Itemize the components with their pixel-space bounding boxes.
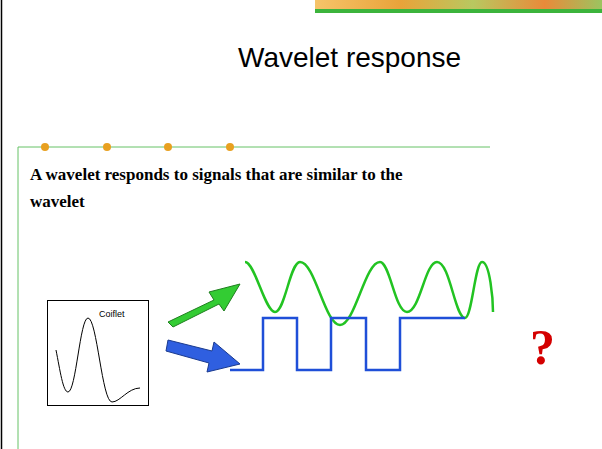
square-wave bbox=[230, 318, 465, 370]
wavelet-name: Coiflet bbox=[99, 309, 125, 319]
blue-arrow bbox=[166, 340, 240, 372]
rule-dots bbox=[41, 143, 234, 151]
rule-line bbox=[18, 147, 19, 449]
question-mark: ? bbox=[530, 318, 555, 376]
sine-wave bbox=[245, 262, 493, 325]
slide-title: Wavelet response bbox=[238, 42, 461, 74]
green-arrow bbox=[168, 284, 240, 327]
header-line bbox=[315, 9, 602, 13]
body-text: A wavelet responds to signals that are s… bbox=[30, 161, 430, 215]
wavelet-box: Coiflet bbox=[47, 300, 149, 406]
header-band bbox=[315, 0, 602, 9]
coiflet-curve bbox=[56, 318, 140, 402]
rule-line bbox=[18, 147, 490, 148]
slide-border bbox=[1, 0, 3, 449]
